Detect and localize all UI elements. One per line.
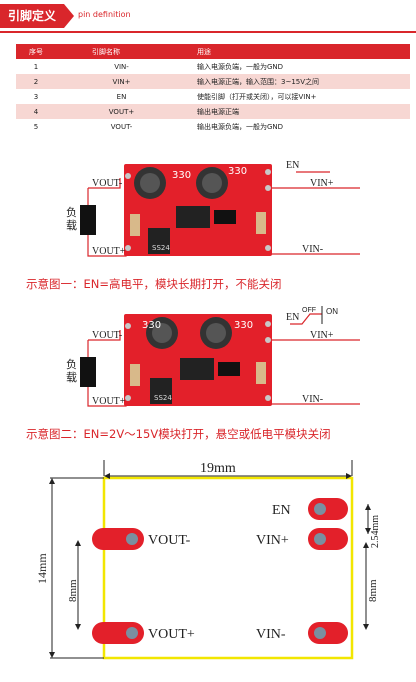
table-header-row: 序号 引脚名称 用途 xyxy=(16,44,410,59)
load-label: 负载 xyxy=(66,205,77,232)
capacitor-right xyxy=(256,212,266,234)
header-divider xyxy=(0,31,416,33)
dim-width: 19mm xyxy=(200,461,236,476)
label-off: OFF xyxy=(302,307,316,314)
cell-usage: 输入电源负端，一般为GND xyxy=(197,62,284,71)
label-vout-minus: VOUT- xyxy=(92,178,122,189)
module-outline xyxy=(102,476,354,660)
table-row: 5 VOUT- 输出电源负端，一般为GND xyxy=(16,119,410,134)
pad-vout-plus xyxy=(92,622,144,644)
dim-pitch: 2.54mm xyxy=(370,515,381,548)
wiring-diagram-2: 负载 330 330 SS24 VOUT- VOUT+ EN OFF ON VI… xyxy=(66,306,360,407)
label-vin-plus: VIN+ xyxy=(310,330,334,341)
table-row: 3 EN 使能引脚（打开或关闭），可以接VIN+ xyxy=(16,89,410,104)
cell-usage: 输出电源负端，一般为GND xyxy=(197,122,284,131)
load-label: 负载 xyxy=(66,357,77,384)
pin-label-vin-minus: VIN- xyxy=(256,627,286,642)
pin-definition-table: 序号 引脚名称 用途 1 VIN- 输入电源负端，一般为GND 2 VIN+ 输… xyxy=(16,44,410,134)
cell-pin-name: VIN+ xyxy=(56,74,187,89)
pin-label-vout-minus: VOUT- xyxy=(148,533,191,548)
section-title: 引脚定义 xyxy=(8,9,57,23)
ic-chip xyxy=(180,358,214,380)
inductor-b-text: 330 xyxy=(234,320,253,331)
cell-pin-name: EN xyxy=(116,92,127,101)
cell-index: 5 xyxy=(33,122,39,131)
section-header: 引脚定义 pin definition xyxy=(0,0,416,40)
label-en: EN xyxy=(286,312,299,323)
mosfet-chip xyxy=(214,210,236,224)
label-vin-plus: VIN+ xyxy=(310,178,334,189)
pad-en xyxy=(308,498,348,520)
cell-pin-name: VIN- xyxy=(114,62,129,71)
wiring-diagram-1: 负载 330 330 SS24 VOUT- VOUT+ EN VIN+ VIN- xyxy=(66,160,360,257)
label-vin-minus: VIN- xyxy=(302,394,323,405)
load-block xyxy=(80,357,96,387)
label-en: EN xyxy=(286,160,299,171)
cell-index: 3 xyxy=(33,92,39,101)
diagram-1-caption: 示意图一：EN=高电平，模块长期打开，不能关闭 xyxy=(26,277,282,291)
cell-index: 1 xyxy=(33,62,39,71)
table-row: 2 VIN+ 输入电源正端，输入范围：3~15V之间 xyxy=(16,74,410,89)
dim-spacing-left: 8mm xyxy=(67,579,79,602)
pad-vin-plus xyxy=(308,528,348,550)
cell-index: 4 xyxy=(16,104,56,119)
pin-label-vin-plus: VIN+ xyxy=(256,533,289,548)
inductor-a-text: 330 xyxy=(142,320,161,331)
section-title-badge: 引脚定义 xyxy=(0,4,64,28)
load-block xyxy=(80,205,96,235)
cell-pin-name: VOUT+ xyxy=(56,104,187,119)
table-row: 1 VIN- 输入电源负端，一般为GND xyxy=(16,59,410,74)
dimension-drawing: 19mm 14mm 8mm 2.54mm 8mm VOUT- VOUT+ EN … xyxy=(35,460,381,660)
pin-label-en: EN xyxy=(272,503,291,518)
mosfet-chip xyxy=(218,362,240,376)
col-header-pin-name: 引脚名称 xyxy=(56,44,187,59)
cell-pin-name: VOUT- xyxy=(110,122,133,131)
col-header-usage: 用途 xyxy=(187,44,410,59)
pad-vin-minus xyxy=(308,622,348,644)
dim-spacing-right: 8mm xyxy=(367,579,379,602)
diode-text: SS24 xyxy=(154,394,172,402)
dim-height: 14mm xyxy=(35,553,49,584)
label-vin-minus: VIN- xyxy=(302,244,323,255)
label-vout-minus: VOUT- xyxy=(92,330,122,341)
cell-index: 2 xyxy=(16,74,56,89)
capacitor-left xyxy=(130,364,140,386)
col-header-index: 序号 xyxy=(16,44,56,59)
diode-chip xyxy=(150,378,172,404)
inductor-a-text: 330 xyxy=(172,170,191,181)
pin-label-vout-plus: VOUT+ xyxy=(148,627,195,642)
inductor-b-text: 330 xyxy=(228,166,247,177)
capacitor-left xyxy=(130,214,140,236)
diode-text: SS24 xyxy=(152,244,170,252)
pad-vout-minus xyxy=(92,528,144,550)
label-vout-plus: VOUT+ xyxy=(92,396,126,407)
section-subtitle: pin definition xyxy=(78,10,131,19)
capacitor-right xyxy=(256,362,266,384)
cell-usage: 使能引脚（打开或关闭），可以接VIN+ xyxy=(197,92,317,101)
diagram-2-caption: 示意图二：EN=2V～15V模块打开，悬空或低电平模块关闭 xyxy=(26,427,331,441)
cell-usage: 输出电源正端 xyxy=(187,104,410,119)
label-on: ON xyxy=(326,307,338,316)
table-row: 4 VOUT+ 输出电源正端 xyxy=(16,104,410,119)
cell-usage: 输入电源正端，输入范围：3~15V之间 xyxy=(187,74,410,89)
title-arrow-icon xyxy=(64,4,74,28)
label-vout-plus: VOUT+ xyxy=(92,246,126,257)
ic-chip xyxy=(176,206,210,228)
diode-chip xyxy=(148,228,170,254)
